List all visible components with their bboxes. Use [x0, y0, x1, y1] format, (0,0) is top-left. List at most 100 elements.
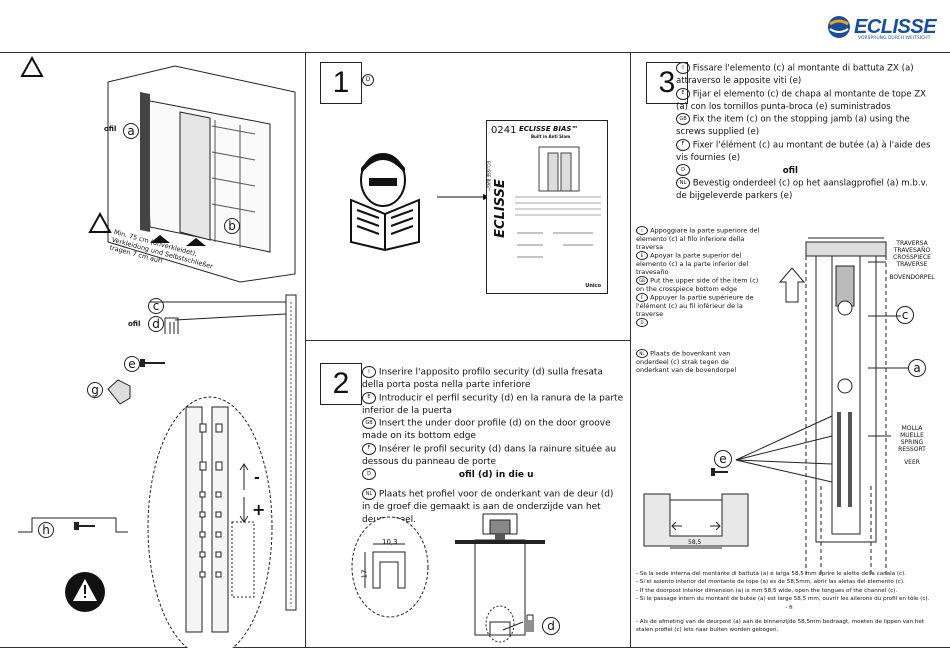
step3-text-gb: Fix the item (c) on the stopping jamb (a…	[676, 114, 910, 138]
callout-e-step3: e	[714, 450, 732, 468]
step2-line-gb: GB Insert the under door profile (d) on …	[362, 417, 624, 443]
crosspiece-label: TRAVERSA TRAVESAÑO CROSSPIECE TRAVERSE B…	[882, 240, 942, 281]
booklet-drawings	[515, 146, 601, 258]
callout-d-step2: d	[542, 617, 560, 635]
lang-nl-icon: NL	[676, 177, 690, 189]
footnote-it: - Se la sede interna del montante di bat…	[636, 571, 907, 577]
booklet-footer: Unico	[585, 283, 601, 289]
step3-small-text-gb: Put the upper side of the item (c) on th…	[636, 276, 759, 293]
spring-label-nl: VEER	[904, 459, 920, 466]
dim-585: 58,5	[688, 539, 702, 546]
callout-c: c	[148, 298, 164, 314]
warning-triangle-icon	[88, 211, 112, 233]
step3-small-text-it: Appoggiare la parte superiore del elemen…	[636, 226, 760, 251]
step3-line-it: I Fissare l'elemento (c) al montante di …	[676, 62, 938, 88]
footnote-gb: - If the doorpost interior dimension (a)…	[636, 587, 898, 594]
step-3-number: 3	[646, 62, 688, 104]
reading-man-illustration	[350, 153, 491, 252]
instruction-booklet: 0241 ECLISSE BIAS™ Built in Anti Slam EC…	[486, 120, 608, 294]
installation-illustration	[18, 55, 297, 648]
lang-nl-icon: NL	[362, 488, 376, 500]
plus-sign: +	[252, 500, 266, 519]
step3-line-fr: F Fixer l'élément (c) au montant de buté…	[676, 138, 938, 165]
crosspiece-label-gb: CROSSPIECE	[893, 254, 931, 261]
warning-triangle-icon	[20, 55, 44, 77]
step3-text-nl: Bevestig onderdeel (c) op het aanslagpro…	[676, 178, 928, 202]
step2-line-fr: F Insérer le profil security (d) dans la…	[362, 442, 624, 469]
lang-d-icon: D	[362, 74, 374, 86]
lang-es-icon: E	[362, 391, 376, 404]
booklet-brand: ECLISSE	[492, 179, 508, 238]
booklet-code: 0241	[491, 125, 517, 136]
dim-width: 10,3	[382, 538, 398, 546]
step-2-text: I Inserire l'apposito profilo security (…	[362, 366, 624, 526]
step2-text-de: ofil (d) in die u	[458, 469, 534, 480]
lang-gb-icon: GB	[676, 113, 690, 125]
brand-tagline: VORSPRUNG DURCH WEITSICHT	[858, 36, 931, 41]
spring-label-fr: RESSORT	[898, 446, 926, 453]
booklet-spine: ECLISSE BIAS™	[486, 161, 491, 192]
step3-small-nl: NL Plaats de bovenkant van onderdeel (c)…	[636, 349, 761, 374]
ofil-label-2: ofil	[128, 320, 141, 328]
step3-small-gb: GB Put the upper side of the item (c) on…	[636, 276, 761, 293]
step3-small-fr: F Appuyer la partie supérieure de l'élém…	[636, 293, 761, 318]
step-divider	[305, 340, 630, 341]
lang-fr-icon: F	[362, 442, 376, 455]
callout-a: a	[123, 123, 139, 139]
lang-fr-icon: F	[676, 138, 690, 151]
callout-b: b	[224, 218, 240, 234]
callout-d: d	[148, 316, 164, 332]
spring-label: MOLLA MUELLE SPRING RESSORT VEER	[882, 425, 942, 466]
step3-line-nl: NL Bevestig onderdeel (c) op het aanslag…	[676, 177, 938, 203]
crosspiece-label-it: TRAVERSA	[896, 240, 928, 247]
step2-line-es: E Introducir el perfil security (d) en l…	[362, 391, 624, 418]
brand-logo: ECLISSE VORSPRUNG DURCH WEITSICHT	[826, 14, 938, 44]
step2-text-it: Inserire l'apposito profilo security (d)…	[362, 367, 603, 391]
step3-text-de: ofil	[782, 165, 798, 176]
footnote-de: - fi	[785, 604, 793, 611]
column-divider-1	[305, 52, 306, 648]
step3-small-text-nl: Plaats de bovenkant van onderdeel (c) st…	[636, 349, 737, 374]
callout-g: g	[87, 382, 103, 398]
spring-label-it: MOLLA	[901, 425, 923, 432]
callout-c-step3: c	[896, 306, 914, 324]
footnote-fr: - Si le passage intern du montant de but…	[636, 596, 930, 603]
step2-text-fr: Insérer le profil security (d) dans la r…	[362, 444, 617, 467]
lang-de-icon: D	[676, 164, 690, 176]
lang-de-icon: D	[362, 468, 376, 480]
step2-line-it: I Inserire l'apposito profilo security (…	[362, 366, 624, 392]
crosspiece-label-es: TRAVESAÑO	[893, 247, 931, 254]
step3-line-gb: GB Fix the item (c) on the stopping jamb…	[676, 113, 938, 139]
step-1-number: 1	[320, 62, 362, 104]
booklet-subtitle: Built in Anti Slam	[531, 134, 571, 139]
step2-text-es: Introducir el perfil security (d) en la …	[362, 393, 624, 416]
crosspiece-label-nl: BOVENDORPEL	[889, 274, 935, 281]
callout-h: h	[38, 522, 54, 538]
step3-small-text-es: Apoyar la parte superior del elemento (c…	[636, 251, 749, 276]
step-3-small-text: I Appoggiare la parte superiore del elem…	[636, 226, 761, 374]
callout-e: e	[124, 356, 140, 372]
lang-de-small-icon: D	[636, 318, 648, 327]
bottom-rule	[0, 647, 950, 648]
step-3-text: I Fissare l'elemento (c) al montante di …	[676, 62, 938, 203]
jamb-section-drawing	[643, 237, 908, 576]
step3-text-es: Fijar el elemento (c) de chapa al montan…	[676, 89, 926, 112]
lang-it-icon: I	[676, 62, 690, 74]
step3-small-text-fr: Appuyer la partie supérieure de l'élémen…	[636, 293, 754, 318]
lang-it-icon: I	[362, 366, 376, 378]
lang-gb-icon: GB	[362, 417, 376, 429]
lang-it-small-icon: I	[636, 226, 648, 235]
step3-line-de: D ofil	[676, 164, 938, 177]
step2-line-de: D ofil (d) in die u	[362, 468, 624, 481]
footnote-es: - Si el asiento interior del montante de…	[636, 579, 905, 586]
step3-text-it: Fissare l'elemento (c) al montante di ba…	[676, 63, 914, 87]
booklet-title: ECLISSE BIAS™	[519, 125, 579, 133]
step-3-footnotes: - Se la sede interna del montante di bat…	[636, 570, 942, 635]
dim-height: 17	[360, 569, 369, 579]
eclisse-globe-icon	[828, 16, 850, 38]
step3-small-de: D	[636, 318, 761, 327]
spring-label-gb: SPRING	[900, 439, 924, 446]
spring-label-es: MUELLE	[900, 432, 924, 439]
top-rule	[0, 52, 950, 53]
crosspiece-label-fr: TRAVERSE	[896, 261, 928, 268]
